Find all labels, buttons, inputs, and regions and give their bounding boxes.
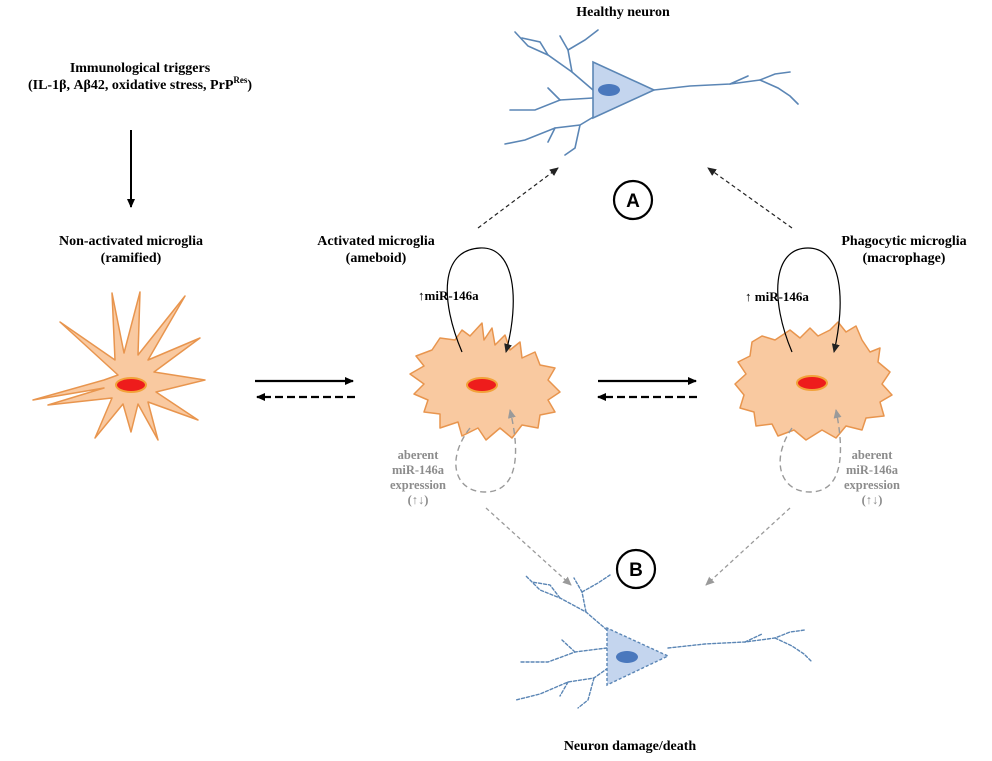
activated-label: Activated microglia (ameboid) xyxy=(296,233,456,267)
aberrant-left-line4: (↑↓) xyxy=(407,493,429,507)
ramified-microglia-nucleus xyxy=(115,377,147,393)
triggers-line2: (IL-1β, Aβ42, oxidative stress, PrPRes) xyxy=(20,75,260,94)
aberrant-left-line1: aberent xyxy=(397,448,439,462)
damaged-neuron-nucleus xyxy=(616,651,638,663)
circle-b-label: B xyxy=(629,560,643,581)
activated-to-healthy-arrow xyxy=(477,167,559,229)
phagocytic-to-healthy-arrow xyxy=(707,167,793,229)
ramified-microglia-cell xyxy=(32,291,206,441)
neuron-damage-label: Neuron damage/death xyxy=(563,739,697,754)
aberrant-expression-left: aberent miR-146a expression (↑↓) xyxy=(383,448,453,508)
aberrant-right-line1: aberent xyxy=(851,448,893,462)
circle-a-label: A xyxy=(626,191,640,212)
activated-mir-loop xyxy=(446,247,514,353)
activated-to-damage-arrow xyxy=(485,507,572,586)
phagocytic-microglia-nucleus xyxy=(796,375,828,391)
activated-line1: Activated microglia xyxy=(317,234,435,249)
activated-mir-label: ↑miR-146a xyxy=(418,288,479,303)
aberrant-left-line2: miR-146a xyxy=(391,463,445,477)
activated-aberrant-loop xyxy=(455,409,517,493)
circle-a xyxy=(612,179,654,221)
phagocytic-label: Phagocytic microglia (macrophage) xyxy=(824,233,984,267)
healthy-neuron-body xyxy=(592,60,656,120)
healthy-neuron-label: Healthy neuron xyxy=(576,5,670,20)
nonactivated-line1: Non-activated microglia xyxy=(59,234,203,249)
circle-b xyxy=(615,548,657,590)
healthy-neuron-icon xyxy=(504,29,799,156)
nonactivated-line2: (ramified) xyxy=(100,251,162,266)
phagocytic-line1: Phagocytic microglia xyxy=(841,234,967,249)
damaged-neuron-icon xyxy=(515,574,813,709)
aberrant-expression-right: aberent miR-146a expression (↑↓) xyxy=(837,448,907,508)
triggers-line2-sup: Res xyxy=(233,75,248,85)
triggers-line2-end: ) xyxy=(247,78,253,93)
phagocytic-to-damage-arrow xyxy=(705,507,791,586)
phagocytic-aberrant-loop xyxy=(779,409,842,493)
healthy-neuron-nucleus xyxy=(598,84,620,96)
aberrant-right-line3: expression xyxy=(843,478,901,492)
aberrant-left-line3: expression xyxy=(389,478,447,492)
triggers-label: Immunological triggers (IL-1β, Aβ42, oxi… xyxy=(20,60,260,94)
activated-microglia-nucleus xyxy=(466,377,498,393)
aberrant-right-line2: miR-146a xyxy=(845,463,899,477)
triggers-line1: Immunological triggers xyxy=(69,61,211,76)
activated-line2: (ameboid) xyxy=(345,251,407,266)
triggers-line2-main: (IL-1β, Aβ42, oxidative stress, PrP xyxy=(27,78,234,93)
phagocytic-mir-label: ↑ miR-146a xyxy=(745,289,809,304)
nonactivated-label: Non-activated microglia (ramified) xyxy=(26,233,236,267)
phagocytic-line2: (macrophage) xyxy=(862,251,946,266)
phagocytic-mir-loop xyxy=(777,247,841,353)
aberrant-right-line4: (↑↓) xyxy=(861,493,883,507)
